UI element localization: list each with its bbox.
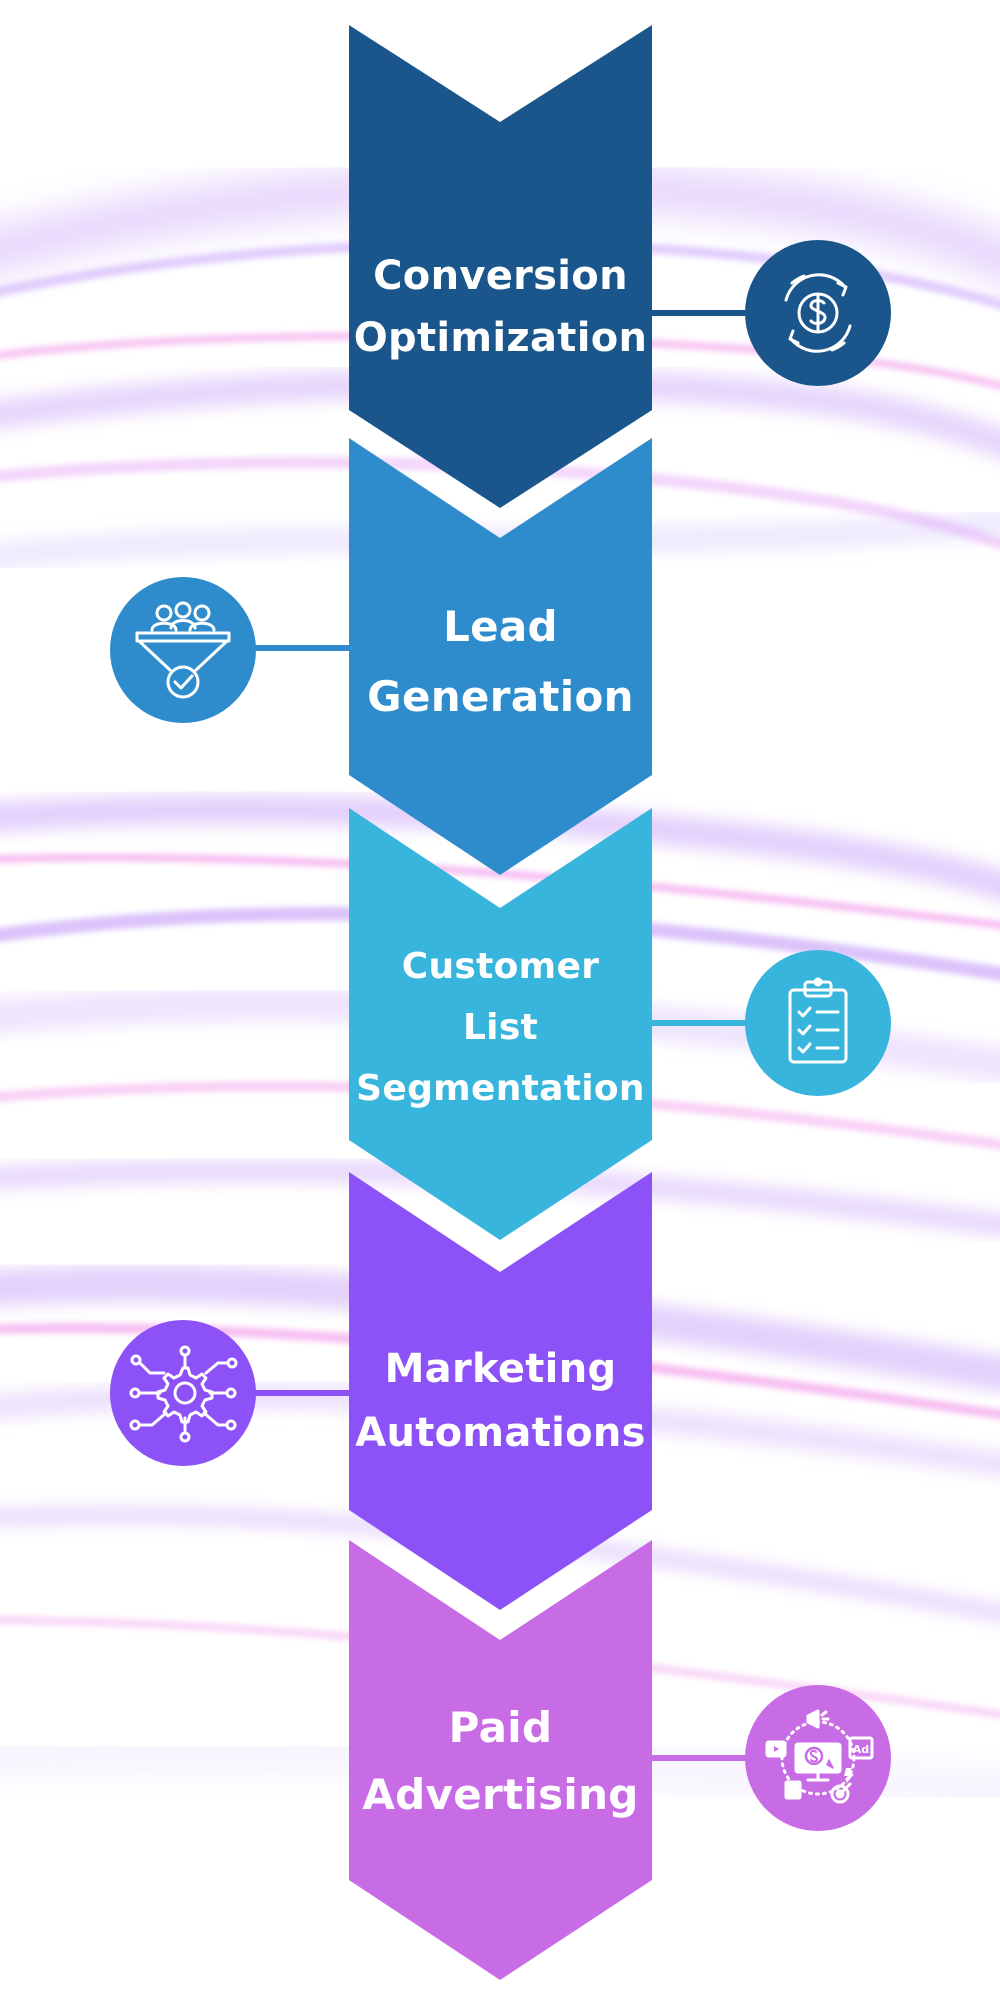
step-3-label-line-1: Customer (401, 946, 600, 987)
step-5-label-line-1: Paid (448, 1703, 553, 1752)
step-4-label-line-2: Automations (355, 1410, 646, 1456)
chevron-step-5 (349, 1540, 652, 1980)
step-1-label-line-1: Conversion (373, 253, 628, 299)
step-3-label-line-2: List (462, 1007, 539, 1048)
step-2-icon-badge (110, 577, 256, 723)
dollar-cycle-icon (784, 273, 852, 353)
digital-ads-icon (765, 1709, 874, 1804)
step-1-label-line-2: Optimization (353, 315, 648, 361)
chevron-step-2 (349, 438, 652, 875)
step-3-label-line-3: Segmentation (356, 1068, 645, 1109)
step-3-icon-badge (745, 950, 891, 1096)
step-4-icon-badge (110, 1320, 256, 1466)
chevron-step-1 (349, 25, 652, 508)
step-4-label-line-1: Marketing (384, 1346, 617, 1392)
step-2-label: Lead Generation (349, 592, 652, 732)
step-1-label: Conversion Optimization (349, 245, 652, 369)
gear-circuit-icon (129, 1345, 238, 1443)
chevron-step-3 (349, 808, 652, 1240)
chevron-step-4 (349, 1172, 652, 1610)
ad-icon-label: Ad (853, 1743, 869, 1756)
step-2-label-line-1: Lead (443, 602, 558, 651)
step-1-icon-badge (745, 240, 891, 386)
clipboard-checklist-icon (788, 977, 848, 1064)
step-4-label: Marketing Automations (349, 1337, 652, 1465)
step-5-icon-badge: Ad (745, 1685, 891, 1831)
people-funnel-icon (135, 601, 231, 699)
step-5-label: Paid Advertising (349, 1694, 652, 1828)
step-3-label: Customer List Segmentation (349, 936, 652, 1119)
step-5-label-line-2: Advertising (362, 1770, 639, 1819)
step-2-label-line-2: Generation (367, 672, 634, 721)
